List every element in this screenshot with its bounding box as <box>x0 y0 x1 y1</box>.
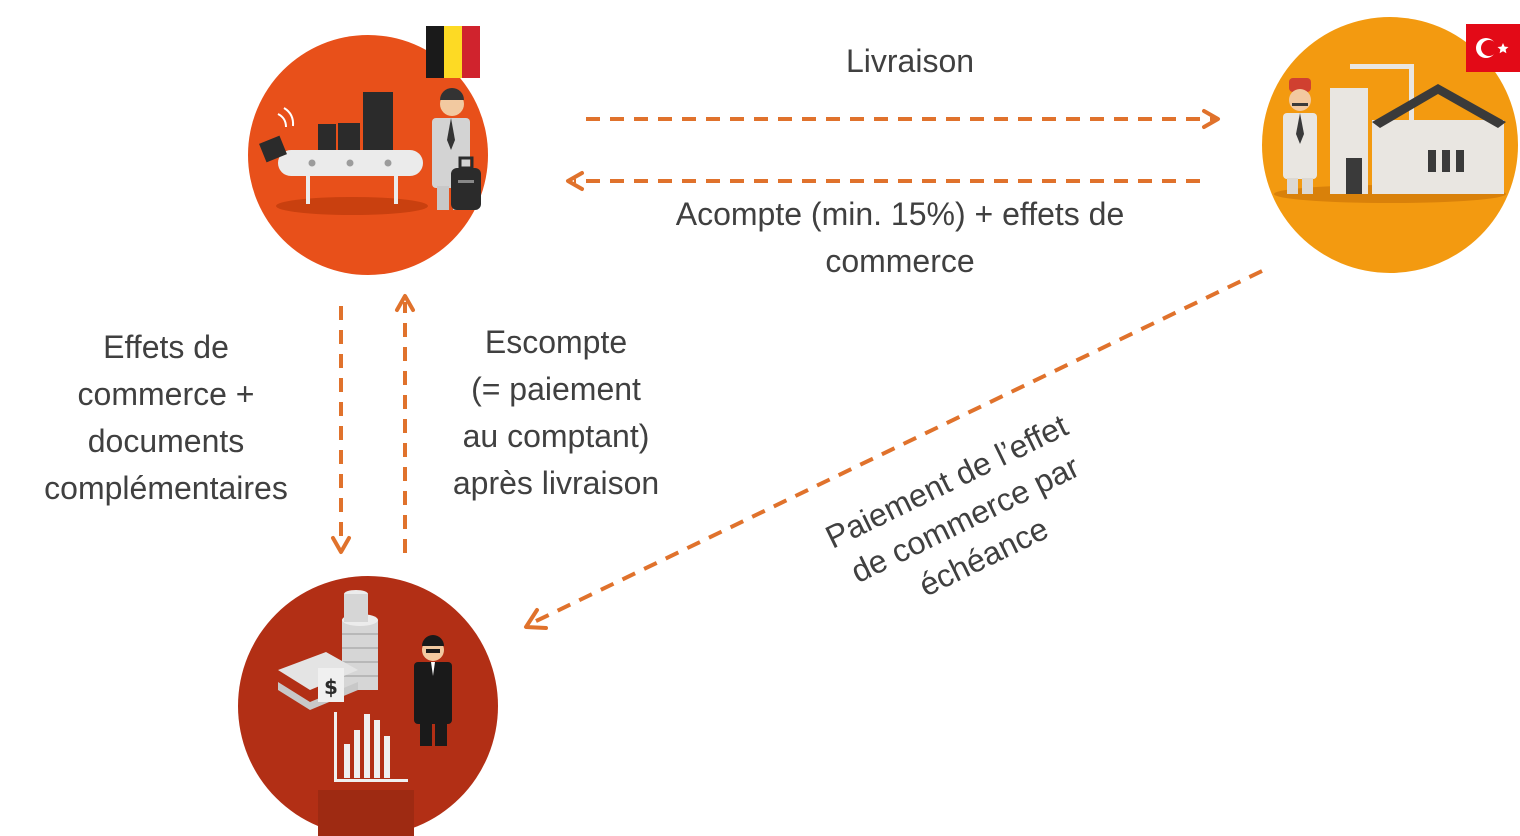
turkey-flag-icon <box>1466 24 1520 72</box>
importer-node <box>1262 17 1520 273</box>
down-payment-label: Acompte (min. 15%) + effets de commerce <box>590 191 1210 285</box>
maturity-payment-arrowhead-icon <box>524 608 548 630</box>
belgium-flag-icon <box>426 26 480 78</box>
to-bank-line-3: documents <box>87 423 245 459</box>
delivery-arrowhead-icon <box>1202 109 1220 129</box>
to-bank-line-1: Effets de <box>103 329 229 365</box>
discount-arrowhead-icon <box>395 294 415 312</box>
exporter-node <box>248 26 488 275</box>
discount-line-4: après livraison <box>452 465 660 501</box>
to-bank-line-2: commerce + <box>77 376 255 412</box>
discount-line-3: au comptant) <box>462 418 650 454</box>
down-payment-line-2: commerce <box>825 243 975 279</box>
discount-line-1: Escompte <box>484 324 628 360</box>
delivery-label-text: Livraison <box>845 43 975 79</box>
svg-text:$: $ <box>324 675 338 699</box>
to-bank-label: Effets de commerce + documents complémen… <box>0 324 332 512</box>
bank-node: $ <box>238 576 498 836</box>
down-payment-line-1: Acompte (min. 15%) + effets de <box>675 196 1125 232</box>
importer-illustration-icon <box>1274 64 1506 203</box>
down-payment-arrowhead-icon <box>566 171 584 191</box>
discount-line-2: (= paiement <box>471 371 641 407</box>
to-bank-arrowhead-icon <box>331 536 351 554</box>
maturity-payment-arrow <box>529 269 1263 626</box>
bank-illustration-icon: $ <box>278 590 452 836</box>
to-bank-line-4: complémentaires <box>44 470 288 506</box>
delivery-label: Livraison <box>780 38 1040 85</box>
exporter-illustration-icon <box>259 88 481 215</box>
discount-label: Escompte (= paiement au comptant) après … <box>416 319 696 507</box>
